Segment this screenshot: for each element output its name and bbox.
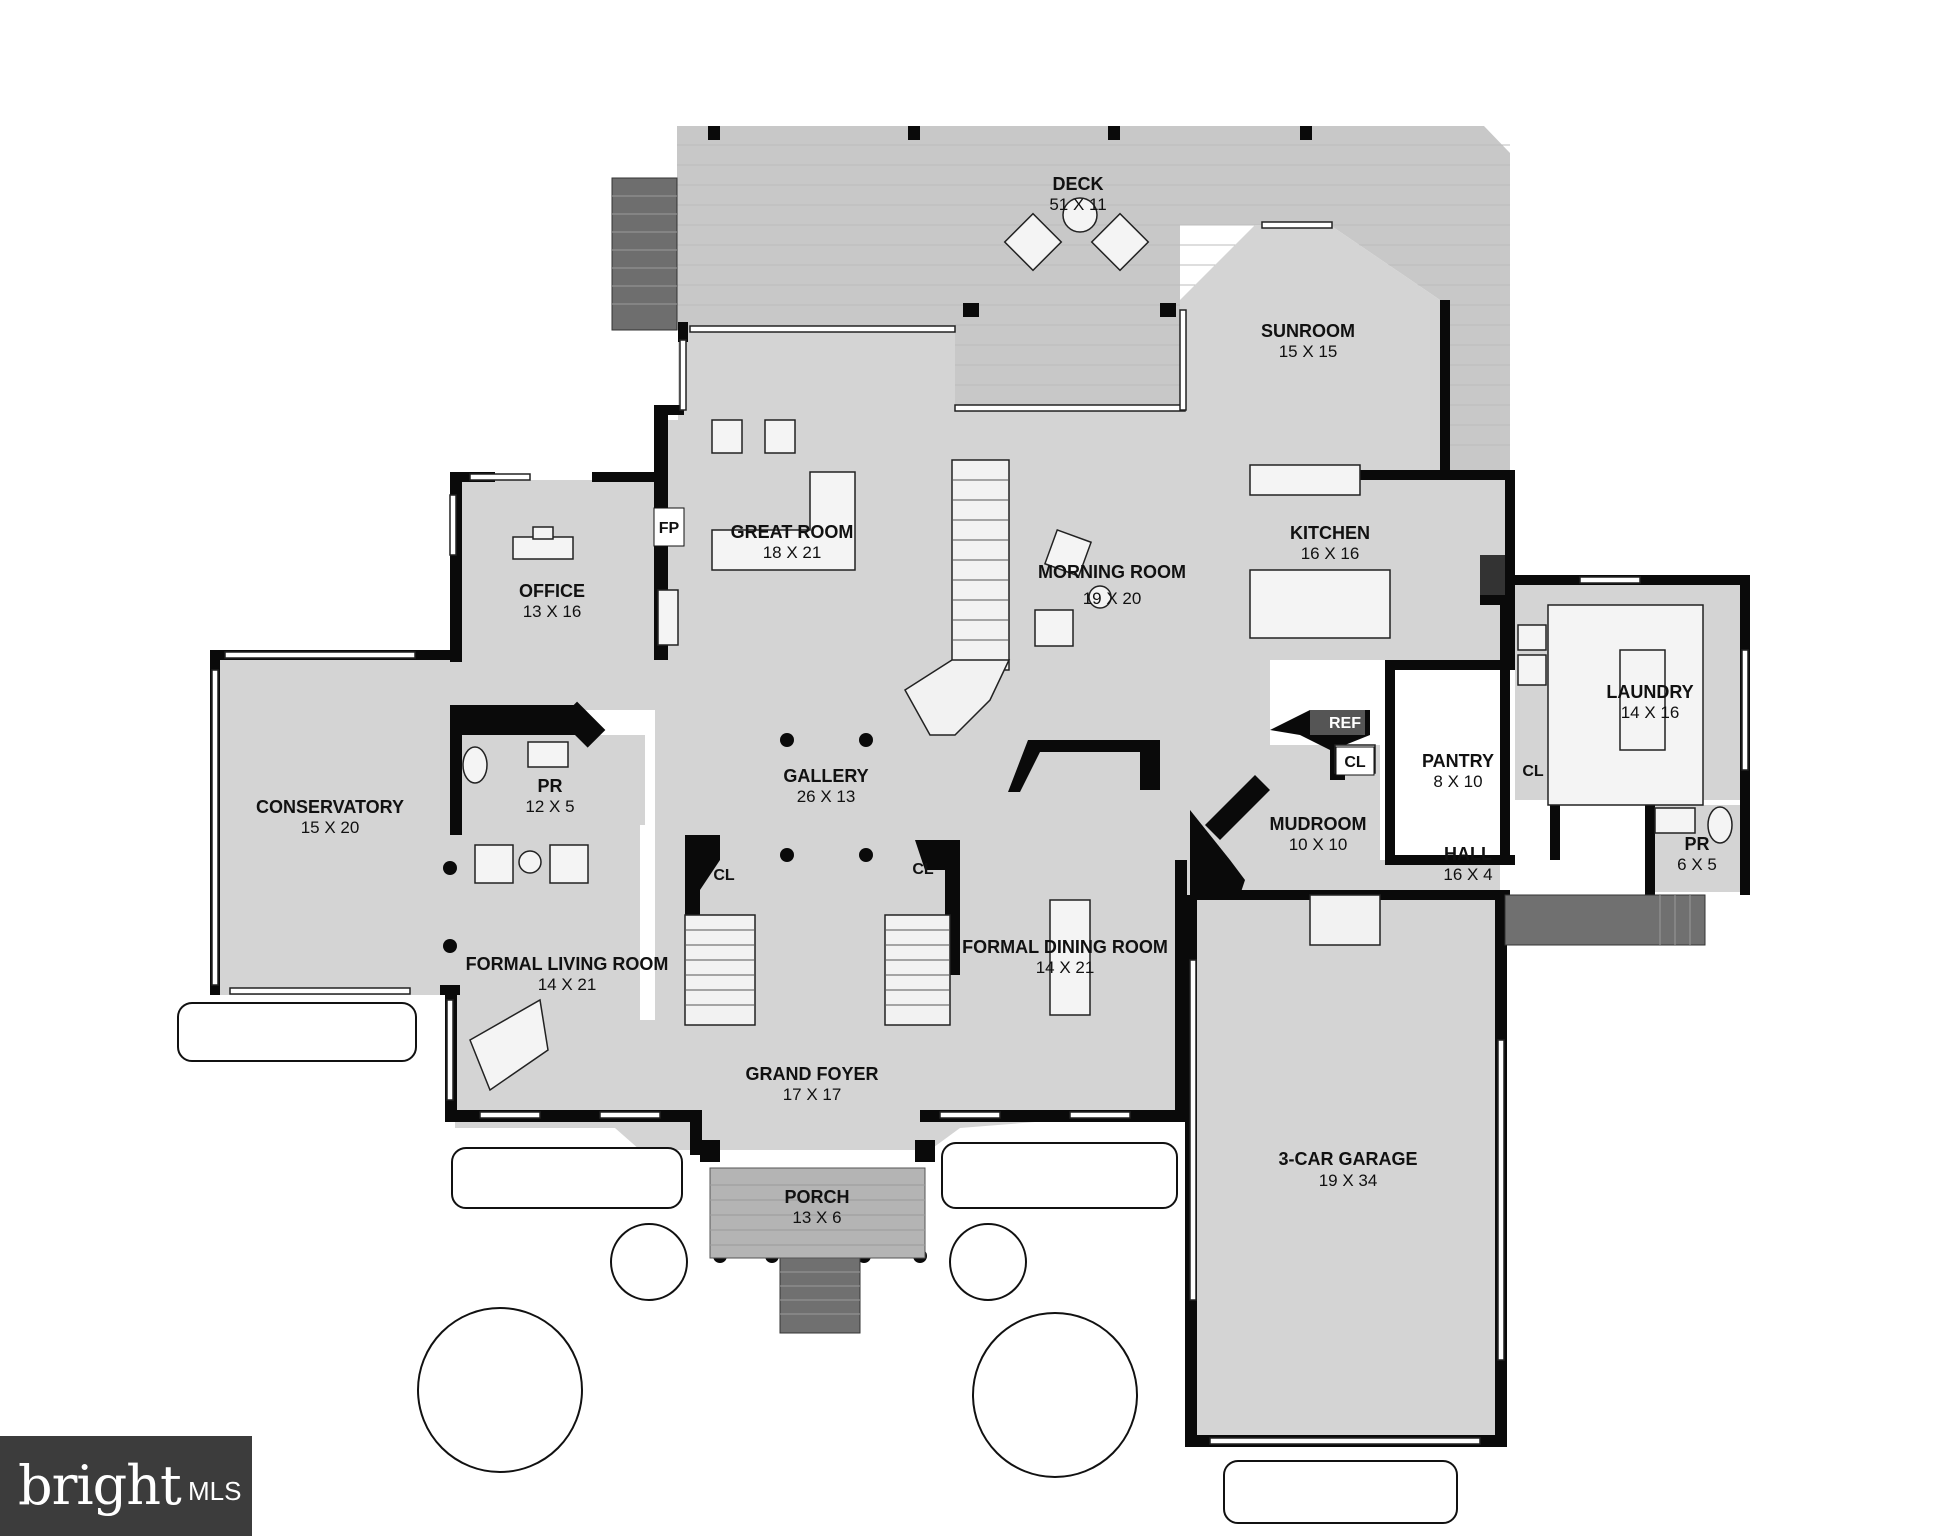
formal-living-label: FORMAL LIVING ROOM: [466, 954, 669, 974]
closet-kitchen-label: CL: [1344, 754, 1366, 771]
brand-name: bright: [18, 1454, 182, 1517]
pr-right-label: PR: [1684, 834, 1709, 854]
morning-room-dimensions: 19 X 20: [1083, 589, 1142, 608]
porch-area: [709, 1167, 926, 1259]
gallery-label: GALLERY: [783, 766, 868, 786]
windows: [211, 221, 1749, 1445]
laundry-dimensions: 14 X 16: [1621, 703, 1680, 722]
stairs: [684, 459, 1706, 1334]
brand-suffix: MLS: [188, 1476, 242, 1506]
hall-dimensions: 16 X 4: [1443, 865, 1492, 884]
mudroom-label: MUDROOM: [1270, 814, 1367, 834]
garage-dimensions: 19 X 34: [1319, 1171, 1378, 1190]
office-dimensions: 13 X 16: [523, 602, 582, 621]
formal-dining-dimensions: 14 X 21: [1036, 958, 1095, 977]
furniture: [462, 419, 1733, 1092]
pr-left-dimensions: 12 X 5: [525, 797, 574, 816]
pr-left-label: PR: [537, 776, 562, 796]
mudroom-dimensions: 10 X 10: [1289, 835, 1348, 854]
morning-room-label: MORNING ROOM: [1038, 562, 1186, 582]
deck-dimensions: 51 X 11: [1049, 195, 1106, 214]
kitchen-label: KITCHEN: [1290, 523, 1370, 543]
closet-left-label: CL: [713, 867, 735, 884]
pantry-dimensions: 8 X 10: [1433, 772, 1482, 791]
hall-label: HALL: [1444, 844, 1492, 864]
porch-label: PORCH: [784, 1187, 849, 1207]
landscaping: [177, 1002, 1458, 1524]
garage-label: 3-CAR GARAGE: [1278, 1149, 1417, 1169]
brand-logo: bright MLS: [0, 1436, 252, 1536]
great-room-dimensions: 18 X 21: [763, 543, 822, 562]
formal-dining-label: FORMAL DINING ROOM: [962, 937, 1168, 957]
fireplace-label: FP: [659, 520, 680, 537]
grand-foyer-label: GRAND FOYER: [745, 1064, 878, 1084]
room-labels: SUNROOM 15 X 15 GREAT ROOM 18 X 21 FP KI…: [256, 321, 1717, 1227]
grand-foyer-dimensions: 17 X 17: [783, 1085, 842, 1104]
gallery-dimensions: 26 X 13: [797, 787, 856, 806]
kitchen-dimensions: 16 X 16: [1301, 544, 1360, 563]
pantry-label: PANTRY: [1422, 751, 1494, 771]
formal-living-dimensions: 14 X 21: [538, 975, 597, 994]
sunroom-label: SUNROOM: [1261, 321, 1355, 341]
closet-right-label: CL: [912, 861, 934, 878]
great-room-label: GREAT ROOM: [731, 522, 854, 542]
refrigerator-label: REF: [1329, 715, 1361, 732]
porch-dimensions: 13 X 6: [792, 1208, 841, 1227]
pr-right-dimensions: 6 X 5: [1677, 855, 1717, 874]
laundry-label: LAUNDRY: [1606, 682, 1693, 702]
closet-laundry-label: CL: [1522, 763, 1544, 780]
conservatory-label: CONSERVATORY: [256, 797, 404, 817]
conservatory-dimensions: 15 X 20: [301, 818, 360, 837]
deck-label: DECK: [1052, 174, 1103, 194]
office-label: OFFICE: [519, 581, 585, 601]
sunroom-dimensions: 15 X 15: [1279, 342, 1338, 361]
